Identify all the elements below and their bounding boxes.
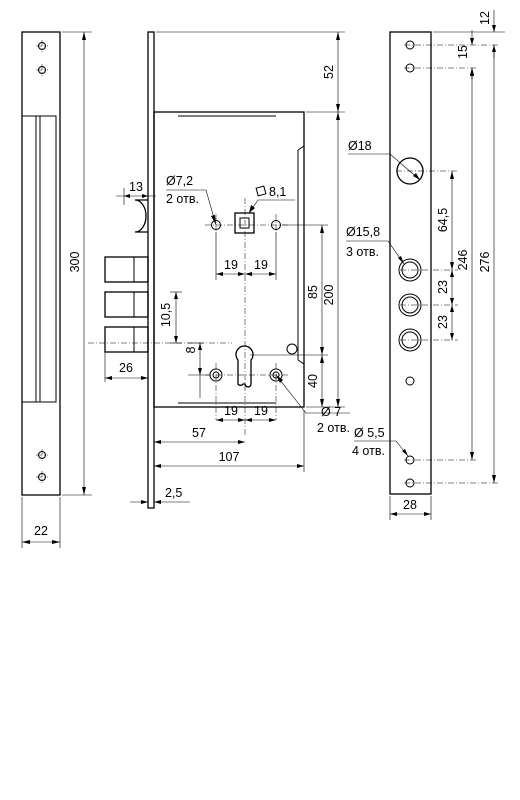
spindle-square-label: 8,1 <box>269 185 286 199</box>
strike-step-label: 23 <box>436 315 450 329</box>
dimension-plate-thickness: 2,5 <box>130 486 190 504</box>
callout-strike-screw-hole: Ø 5,5 4 отв. <box>352 426 409 458</box>
bolt-pitch-label: 10,5 <box>159 303 173 327</box>
callout-hole-72: Ø7,2 2 отв. <box>166 174 217 226</box>
top-offset-label: 52 <box>322 65 336 79</box>
spindle-square <box>234 212 255 234</box>
center-distance-label: 85 <box>306 285 320 299</box>
mounting-hole <box>286 343 298 355</box>
dimension-center-distance: 85 40 <box>250 224 328 407</box>
strike-dist-1-label: 64,5 <box>436 208 450 232</box>
spacing-label: 19 <box>224 404 238 418</box>
callout-spindle-square: 8,1 <box>248 185 295 214</box>
dimension-bolt-throw: 26 <box>104 352 148 382</box>
hole-count-1-label: 2 отв. <box>166 192 199 206</box>
plate-thickness-label: 2,5 <box>165 486 182 500</box>
strike-pitch-label: 15 <box>456 45 470 59</box>
dimension-bolt-width: 13 <box>116 180 156 205</box>
case-height-label: 200 <box>322 285 336 306</box>
strike-bolt-count-label: 3 отв. <box>346 245 379 259</box>
strike-screw-count-label: 4 отв. <box>352 444 385 458</box>
strike-top-label: 12 <box>478 11 492 25</box>
strike-screw-hole <box>405 376 415 386</box>
dimension-cylinder-spacing: 19 19 <box>216 404 276 422</box>
dimension-strike-width: 28 <box>389 496 432 520</box>
dimension-strike-top: 12 <box>433 10 505 58</box>
bolt-width-label: 13 <box>129 180 143 194</box>
dimension-strike-dist-2: 246 <box>456 68 474 460</box>
deadbolt <box>104 326 149 353</box>
dimension-case-depth: 107 <box>154 410 305 472</box>
strike-plate-view <box>389 31 500 495</box>
dimension-faceplate-width: 22 <box>21 497 61 548</box>
dimension-lower-offset: 8 <box>184 342 210 398</box>
hole-count-2-label: 2 отв. <box>317 421 350 435</box>
callout-strike-big-hole: Ø18 <box>348 139 421 181</box>
callout-hole-7: Ø 7 2 отв. <box>275 374 350 435</box>
strike-bolt-hole <box>398 293 422 317</box>
spacing-label: 19 <box>224 258 238 272</box>
strike-bolt-hole <box>398 328 422 352</box>
strike-bolt-hole <box>398 258 422 282</box>
callout-strike-bolt-hole: Ø15,8 3 отв. <box>346 225 405 265</box>
faceplate-height-label: 300 <box>68 252 82 273</box>
strike-step-label: 23 <box>436 280 450 294</box>
dimension-strike-dist-1: 64,5 <box>436 171 454 270</box>
strike-bolt-hole-label: Ø15,8 <box>346 225 380 239</box>
dimension-faceplate-height: 300 <box>62 31 92 496</box>
deadbolt <box>104 291 149 318</box>
hole-diameter-2-label: Ø 7 <box>321 405 341 419</box>
deadbolt <box>104 256 149 283</box>
strike-screw-hole-label: Ø 5,5 <box>354 426 385 440</box>
backset-label: 57 <box>192 426 206 440</box>
dimension-bolt-pitch: 10,5 <box>159 291 182 344</box>
bolt-throw-label: 26 <box>119 361 133 375</box>
dimension-case-height: 52 200 <box>156 31 345 408</box>
spacing-label: 19 <box>254 258 268 272</box>
hole-diameter-1-label: Ø7,2 <box>166 174 193 188</box>
strike-big-hole-label: Ø18 <box>348 139 372 153</box>
strike-width-label: 28 <box>403 498 417 512</box>
faceplate-width-label: 22 <box>34 524 48 538</box>
case-depth-label: 107 <box>219 450 240 464</box>
dimension-backset: 57 <box>154 426 245 444</box>
dimension-spindle-spacing: 19 19 <box>215 232 277 280</box>
lower-offset-label: 8 <box>184 346 198 353</box>
dimension-strike-steps: 23 23 <box>436 270 454 340</box>
strike-total-label: 276 <box>478 252 492 273</box>
cylinder-cutout <box>235 345 254 388</box>
strike-dist-2-label: 246 <box>456 250 470 271</box>
dimension-strike-total: 276 <box>478 45 496 483</box>
spacing-label: 19 <box>254 404 268 418</box>
faceplate-front-view <box>21 31 61 496</box>
bottom-offset-label: 40 <box>306 374 320 388</box>
lock-body-side-view <box>88 31 305 509</box>
